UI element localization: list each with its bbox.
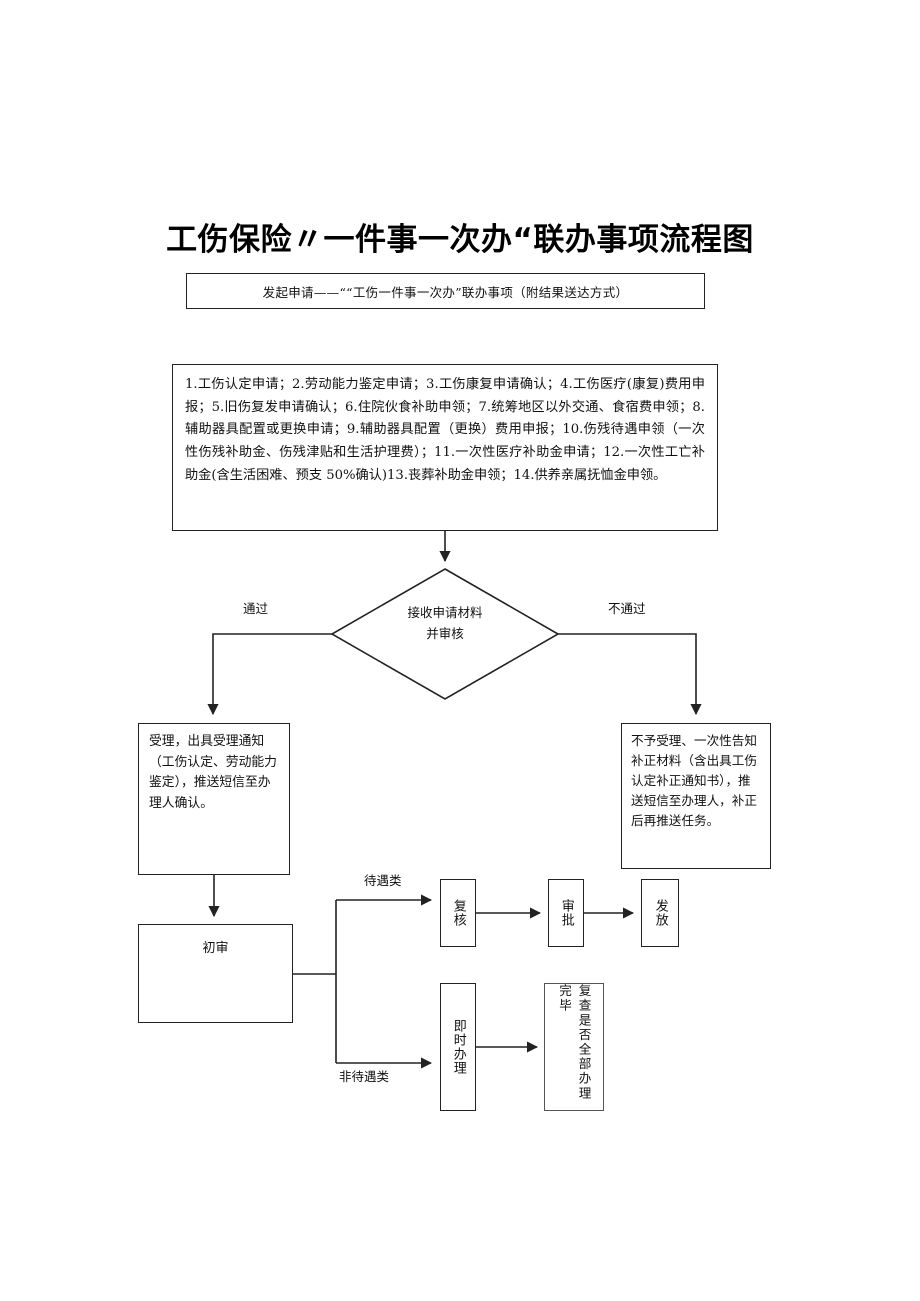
accept-node-text: 受理，出具受理通知（工伤认定、劳动能力鉴定），推送短信至办理人确认。 [149, 734, 277, 812]
decision-label-line2: 并审核 [426, 625, 464, 641]
subtitle-box: 发起申请——““工伤一件事一次办”联办事项（附结果送达方式） [186, 273, 705, 309]
subtitle-text: 发起申请——““工伤一件事一次办”联办事项（附结果送达方式） [262, 284, 629, 300]
branch-label-pass: 通过 [243, 601, 269, 616]
reject-node-text: 不予受理、一次性告知补正材料（含出具工伤认定补正通知书），推送短信至办理人，补正… [631, 733, 757, 828]
page-title: 工伤保险〃一件事一次办“联办事项流程图 [166, 222, 754, 258]
branch-label-fail: 不通过 [608, 601, 646, 616]
reject-node: 不予受理、一次性告知补正材料（含出具工伤认定补正通知书），推送短信至办理人，补正… [621, 723, 771, 869]
accept-node: 受理，出具受理通知（工伤认定、劳动能力鉴定），推送短信至办理人确认。 [138, 723, 290, 875]
branch-label-benefit: 待遇类 [364, 873, 402, 888]
node-approval: 审批 [548, 879, 584, 947]
decision-label-line1: 接收申请材料 [407, 605, 483, 620]
node-recheck: 复核 [440, 879, 476, 947]
node-disbursement: 发放 [641, 879, 679, 947]
node-immediate-processing: 即时办理 [440, 983, 476, 1111]
decision-label: 接收申请材料 并审核 [330, 603, 560, 644]
decision-diamond: 接收申请材料 并审核 [330, 567, 560, 701]
first-review-node: 初审 [138, 924, 293, 1023]
application-items-box: 1.工伤认定申请；2.劳动能力鉴定申请；3.工伤康复申请确认；4.工伤医疗(康复… [172, 364, 718, 531]
node-final-check: 复查是否全部办理完毕 [544, 983, 604, 1111]
branch-label-non-benefit: 非待遇类 [339, 1069, 390, 1084]
